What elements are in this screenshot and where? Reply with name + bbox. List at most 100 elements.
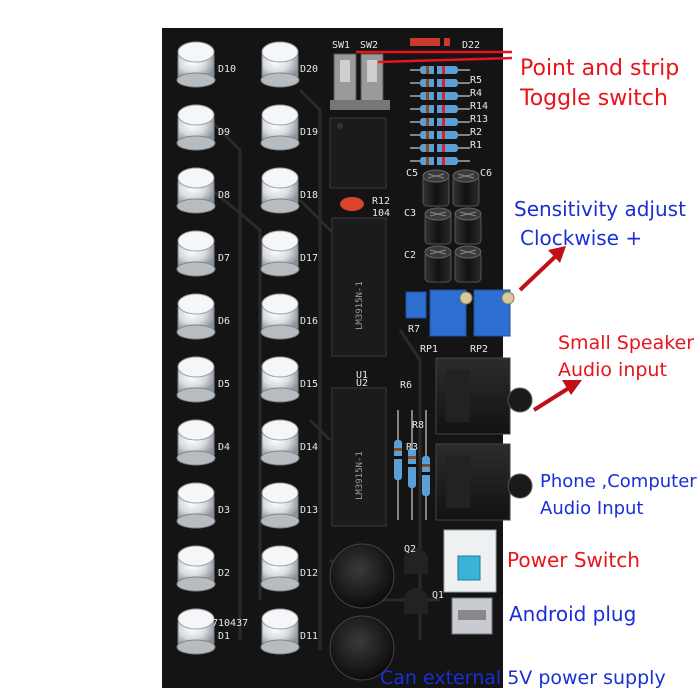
resistor [422,410,430,520]
resistors-lower [394,410,430,520]
resistor [408,410,416,520]
microphone-top [329,543,395,609]
label-rp2: RP2 [470,344,488,355]
led-label-d6: D6 [218,316,230,327]
label-r8: R8 [412,420,424,431]
label-android-plug: Android plug [509,602,637,626]
resistor-label-r1: R1 [470,140,482,151]
power-switch[interactable] [443,529,497,593]
led-d11 [260,608,300,655]
label-toggle-line2: Toggle switch [520,86,668,111]
led-d20 [260,41,300,88]
led-d19 [260,104,300,151]
label-r6: R6 [400,380,412,391]
capacitor [454,245,482,283]
led-label-d20: D20 [300,64,318,75]
resistor-label-r2: R2 [470,127,482,138]
label-phone-line2: Audio Input [540,498,644,519]
led-label-d8: D8 [218,190,230,201]
resistor-label-r14: R14 [470,101,488,112]
resistor-label-r4: R4 [470,88,482,99]
label-rp1: RP1 [420,344,438,355]
label-104: 104 [372,208,390,219]
arrow-sensitivity [518,246,566,292]
cap-label-c3: C3 [404,208,416,219]
led-d14 [260,419,300,466]
resistor [410,118,470,126]
cap-label-c5: C5 [406,168,418,179]
led-d2 [176,545,216,592]
resistor [410,66,470,74]
resistor [410,92,470,100]
sensitivity-trimmers[interactable] [405,289,515,337]
led-d4 [176,419,216,466]
label-speaker-line2: Audio input [558,359,667,381]
android-plug[interactable] [451,597,493,635]
cap-label-c6: C6 [480,168,492,179]
led-label-d14: D14 [300,442,318,453]
led-d16 [260,293,300,340]
led-label-d5: D5 [218,379,230,390]
led-label-d17: D17 [300,253,318,264]
resistor [410,157,470,165]
capacitor [422,169,450,207]
ic-u1-text: LM3915N-1 [355,281,365,330]
label-phone-line1: Phone ,Computer [540,471,697,492]
led-d1 [176,608,216,655]
label-q2: Q2 [404,544,416,555]
resistor [410,144,470,152]
audio-jack-phone[interactable] [435,443,533,521]
annotation-lines [356,50,513,64]
capacitor [424,245,452,283]
label-external-power: Can external 5V power supply [380,667,666,689]
ic-u2: LM3915N-1 [331,387,387,527]
electrolytic-capacitors [422,169,482,283]
led-label-d18: D18 [300,190,318,201]
toggle-switches[interactable] [330,53,390,110]
ceramic-capacitor [340,197,364,211]
led-d9 [176,104,216,151]
led-label-d12: D12 [300,568,318,579]
led-d5 [176,356,216,403]
cap-label-c2: C2 [404,250,416,261]
led-label-d3: D3 [218,505,230,516]
capacitor [452,169,480,207]
capacitor [454,207,482,245]
label-sensitivity-line2: Clockwise + [520,226,643,250]
transistors [404,548,428,614]
led-label-d9: D9 [218,127,230,138]
led-label-d15: D15 [300,379,318,390]
ic-u2-text: LM3915N-1 [355,451,365,500]
led-d18 [260,167,300,214]
label-power-switch: Power Switch [507,548,640,572]
led-label-d2: D2 [218,568,230,579]
resistor-label-r5: R5 [470,75,482,86]
resistor-label-r13: R13 [470,114,488,125]
led-d6 [176,293,216,340]
led-d15 [260,356,300,403]
led-d17 [260,230,300,277]
capacitor [424,207,452,245]
led-label-d1: D1 [218,631,230,642]
resistor [410,131,470,139]
ic-small [329,117,387,189]
led-label-d4: D4 [218,442,230,453]
ic-label-u2: U2 [356,378,368,389]
ic-u1: LM3915N-1 [331,217,387,357]
led-d13 [260,482,300,529]
diode-d22 [410,38,450,46]
switch-label-sw2: SW2 [360,40,378,51]
arrow-speaker [532,380,582,412]
resistor [394,410,402,520]
label-q1: Q1 [432,590,444,601]
audio-jack-speaker[interactable] [435,357,533,435]
label-toggle-line1: Point and strip [520,56,680,81]
label-speaker-line1: Small Speaker [558,332,695,354]
led-d8 [176,167,216,214]
led-d7 [176,230,216,277]
led-label-d10: D10 [218,64,236,75]
